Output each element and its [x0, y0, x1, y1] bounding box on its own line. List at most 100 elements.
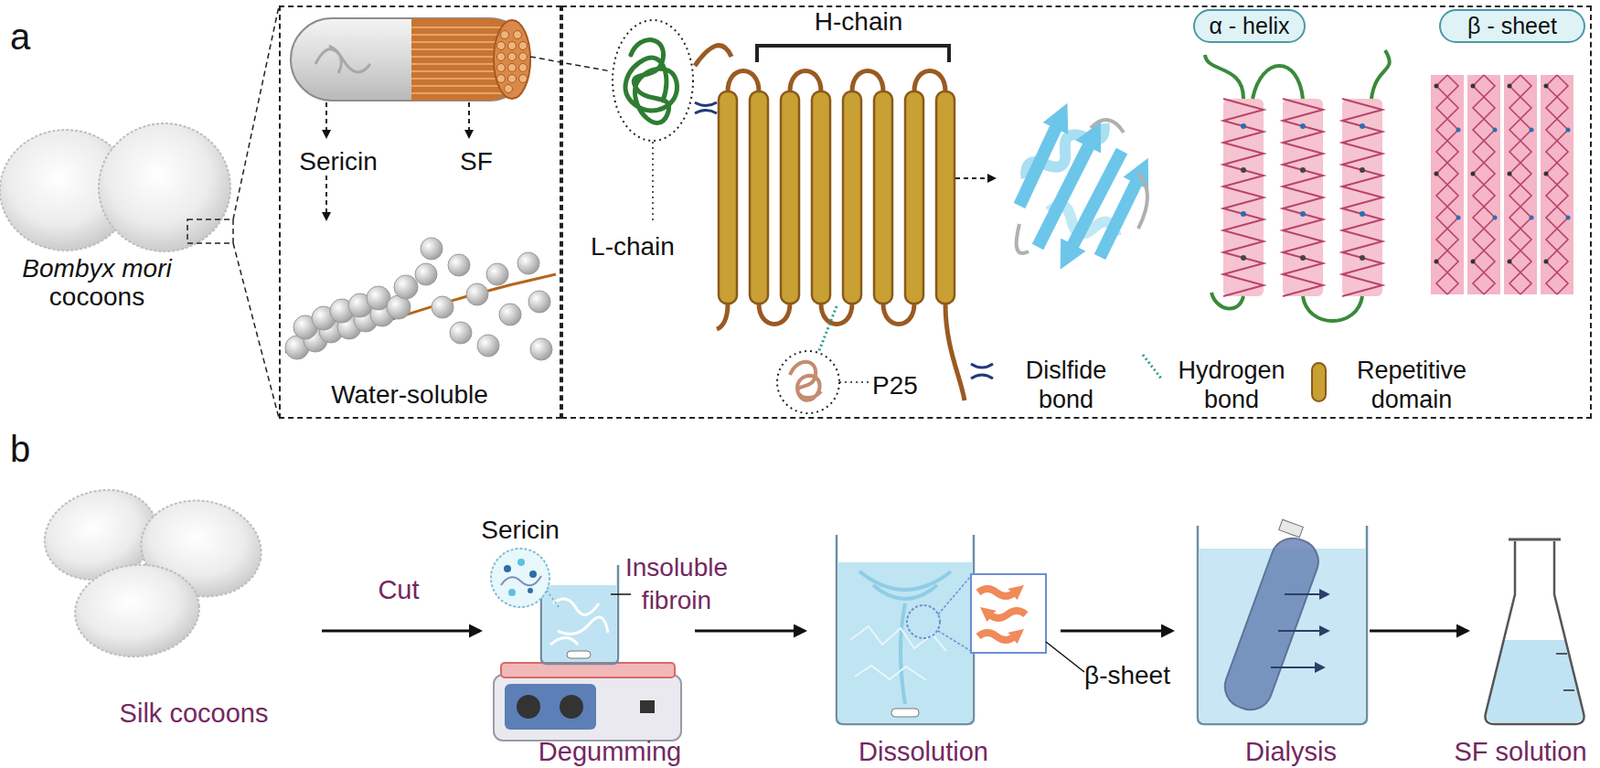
pill-text: β - sheet	[1467, 12, 1558, 40]
dialysis-beaker	[1278, 629, 1326, 632]
silk-fiber-capsule	[497, 74, 506, 84]
dashed-panel: SericinSFWater-soluble	[278, 5, 562, 419]
legend-symbols	[970, 363, 993, 379]
dissolution-beaker	[836, 534, 974, 725]
p25-illustration	[789, 362, 822, 401]
legend-symbols	[1142, 354, 1162, 379]
dissolution-beaker	[850, 626, 947, 681]
dissolution-beaker	[1045, 641, 1085, 672]
alpha-helix-illustration	[1211, 292, 1244, 310]
repetitive-domain-bars	[718, 91, 955, 304]
beta-sheet-illustration	[1504, 74, 1537, 295]
flask	[1556, 652, 1568, 655]
dialysis-beaker	[1270, 666, 1322, 669]
alpha-helix-illustration	[1282, 98, 1323, 297]
label-pill: β - sheet	[1439, 9, 1586, 43]
text-label: Degumming	[538, 735, 682, 768]
text-label: Cut	[377, 573, 419, 608]
silk-cocoons-illustration	[34, 478, 269, 662]
repetitive-domain-bars	[842, 91, 862, 304]
repetitive-domain-bars	[936, 91, 955, 304]
pill-text: α - helix	[1208, 12, 1290, 40]
disulfide-bond	[694, 102, 717, 114]
silk-fiber-capsule	[519, 53, 528, 62]
dissolution-beaker	[978, 632, 1015, 640]
silk-fiber-capsule	[290, 18, 531, 101]
protein-ribbon	[1099, 178, 1139, 257]
beta-sheet-illustration	[1467, 74, 1501, 295]
sericin-beads	[448, 254, 470, 277]
hot-plate-stirrer	[501, 576, 542, 586]
repetitive-domain-bars	[749, 91, 768, 304]
hot-plate-stirrer	[503, 565, 512, 573]
flask	[1484, 541, 1584, 725]
protein-ribbon	[1019, 123, 1058, 206]
panel-letter: a	[10, 12, 31, 61]
dissolution-beaker	[978, 588, 1026, 640]
sericin-beads	[530, 338, 553, 361]
node-text: Sericin	[298, 147, 378, 177]
dashed-arrow	[955, 177, 995, 180]
silk-fiber-capsule	[411, 18, 531, 101]
text-label: Sericin	[480, 513, 560, 547]
text-label: SF solution	[1453, 735, 1587, 768]
sericin-beads	[431, 296, 454, 319]
beta-sheet-illustration	[1430, 74, 1574, 295]
text-label: Insoluble fibroin	[617, 551, 736, 619]
leader-line	[530, 56, 611, 72]
silk-cocoons-illustration	[71, 559, 203, 662]
dissolution-beaker	[938, 630, 971, 651]
beta-sheet-illustration	[1430, 74, 1464, 295]
node-text: SF	[459, 147, 493, 177]
dissolution-beaker	[938, 576, 971, 615]
sericin-beads	[528, 290, 551, 313]
leader-line	[530, 56, 611, 72]
hot-plate-stirrer	[559, 694, 584, 719]
text-label: Dialysis	[1245, 735, 1337, 768]
h-chain-loops	[694, 45, 732, 66]
alpha-helix-illustration	[1205, 50, 1390, 321]
cocoon-illustration	[0, 123, 231, 252]
sericin-beads	[517, 252, 540, 275]
beta-sheet-illustration	[1540, 74, 1574, 295]
dialysis-beaker	[1279, 519, 1304, 537]
zoom-lines	[233, 6, 279, 220]
legend-text: Repetitive domain	[1347, 355, 1476, 415]
l-chain-illustration	[651, 141, 654, 224]
repetitive-domain-bars	[905, 91, 924, 304]
h-chain-loops	[883, 303, 915, 325]
process-arrows	[1060, 629, 1173, 633]
protein-ribbon	[1016, 119, 1148, 254]
silk-fiber-capsule	[508, 42, 517, 51]
node-text: L-chain	[590, 232, 675, 262]
dashed-arrows	[325, 102, 328, 138]
hot-plate-stirrer	[640, 700, 655, 714]
silk-fiber-capsule	[508, 74, 517, 84]
dissolution-beaker	[989, 610, 1026, 619]
legend-text: Dislfide bond	[1015, 355, 1117, 415]
sericin-beads	[394, 275, 418, 299]
hot-plate-stirrer	[527, 587, 534, 594]
l-chain-illustration	[625, 40, 677, 124]
h-chain-loops	[914, 71, 946, 93]
silk-fiber-capsule	[508, 53, 517, 62]
h-chain-loops	[945, 303, 965, 401]
silk-fiber-capsule	[493, 20, 531, 99]
flask	[1508, 538, 1561, 542]
l-chain-illustration	[612, 20, 694, 141]
dialysis-beaker	[1270, 594, 1326, 668]
silk-fiber-capsule	[497, 64, 506, 73]
process-arrows	[321, 629, 480, 633]
silk-fiber-capsule	[290, 18, 531, 101]
protein-ribbon	[1019, 123, 1139, 257]
h-chain-loops	[694, 45, 965, 401]
dissolution-beaker	[978, 588, 1015, 597]
dissolution-beaker	[906, 605, 940, 639]
node-text: H-chain	[814, 7, 903, 37]
text-label: β-sheet	[1084, 659, 1171, 693]
p25-illustration	[839, 381, 869, 384]
hot-plate-stirrer	[546, 590, 560, 608]
dissolution-beaker	[836, 534, 1085, 725]
silk-fiber-capsule	[513, 31, 523, 40]
legend-text: Hydrogen bond	[1174, 355, 1290, 415]
